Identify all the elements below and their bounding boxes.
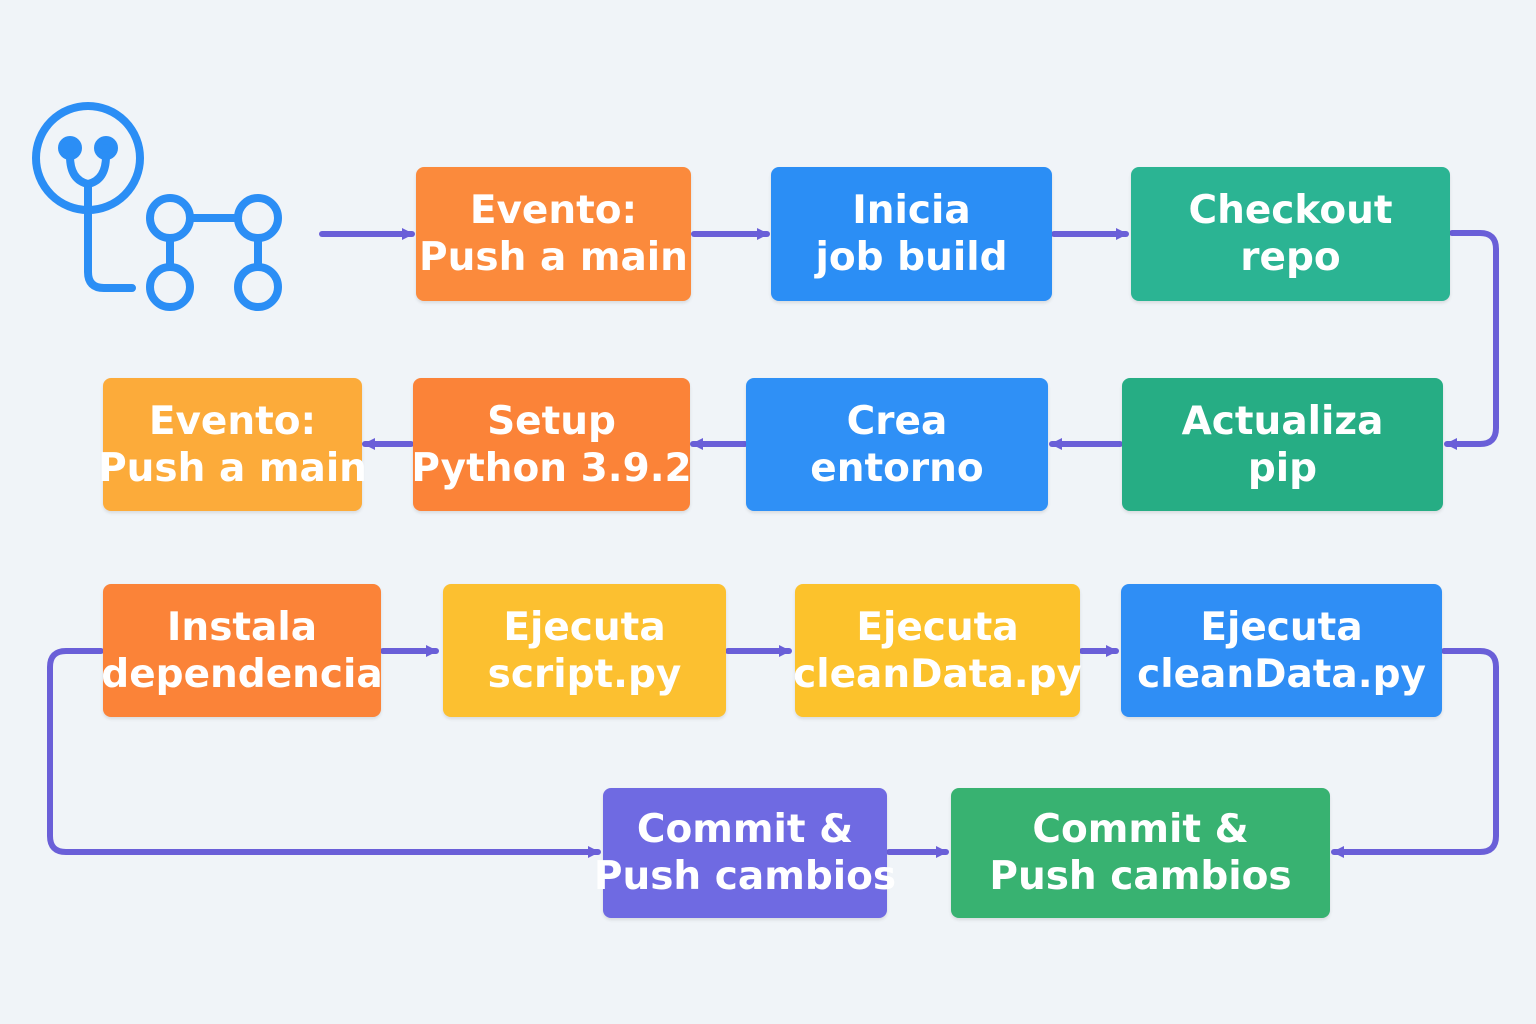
evento-push-node-2: Evento: Push a main [98, 378, 367, 511]
node-label-line: Ejecuta [1200, 604, 1363, 650]
node-label-line: Checkout [1188, 188, 1393, 233]
inicia-job-build-node: Inicia job build [771, 167, 1052, 301]
node-label: Instala dependencia [101, 604, 382, 698]
node-label-line: Evento: [148, 398, 317, 444]
node-label: Inicia job build [816, 187, 1008, 281]
node-label-line: Setup [487, 398, 616, 444]
node-label-line: Python 3.9.2 [411, 445, 692, 491]
node-label-line: job build [815, 235, 1008, 280]
connector-checkout-to-actualiza [1444, 230, 1499, 450]
git-branch-icon [32, 102, 282, 311]
instala-dependencia-node: Instala dependencia [101, 584, 383, 717]
commit-push-node-2: Commit & Push cambios [951, 788, 1330, 918]
node-label-line: repo [1240, 235, 1341, 280]
node-label-line: Push cambios [989, 854, 1292, 899]
node-label-line: cleanData.py [793, 651, 1082, 697]
node-label: Commit & Push cambios [594, 806, 896, 900]
node-label-line: Push a main [98, 445, 367, 491]
node-label-line: Ejecuta [503, 604, 666, 650]
node-label: Evento: Push a main [419, 187, 688, 281]
commit-push-node: Commit & Push cambios [594, 788, 896, 918]
node-label-line: Push a main [419, 235, 688, 280]
node-label-line: Actualiza [1181, 398, 1384, 444]
node-label: Checkout repo [1188, 187, 1392, 281]
node-label-line: dependencia [101, 651, 383, 697]
node-label-line: Ejecuta [856, 604, 1019, 650]
setup-python-node: Setup Python 3.9.2 [411, 378, 692, 511]
node-label: Ejecuta script.py [488, 604, 682, 698]
node-label-line: Commit & [636, 807, 854, 852]
crea-entorno-node: Crea entorno [746, 378, 1048, 511]
ejecuta-script-node: Ejecuta script.py [443, 584, 726, 717]
node-label-line: Evento: [469, 188, 638, 233]
checkout-repo-node: Checkout repo [1131, 167, 1450, 301]
node-label: Crea entorno [810, 398, 983, 492]
ejecuta-cleandata-node: Ejecuta cleanData.py [793, 584, 1082, 717]
node-label: Ejecuta cleanData.py [793, 604, 1082, 698]
node-label-line: cleanData.py [1137, 651, 1426, 697]
node-label: Ejecuta cleanData.py [1137, 604, 1426, 698]
node-label: Commit & Push cambios [989, 806, 1291, 900]
ejecuta-cleandata-node-2: Ejecuta cleanData.py [1121, 584, 1442, 717]
node-label-line: Crea [846, 398, 948, 444]
node-label: Actualiza pip [1182, 398, 1384, 492]
connector-instala-to-commit [47, 648, 601, 858]
node-label-line: entorno [810, 445, 984, 491]
evento-push-node: Evento: Push a main [416, 167, 691, 301]
node-label-line: script.py [487, 651, 682, 697]
connector-cleandata-to-commit [1331, 648, 1499, 858]
node-label: Setup Python 3.9.2 [411, 398, 691, 492]
node-label-line: Commit & [1032, 807, 1249, 852]
node-label-line: Instala [166, 604, 318, 650]
node-label: Evento: Push a main [98, 398, 367, 492]
node-label-line: Push cambios [593, 854, 897, 899]
node-label-line: pip [1247, 445, 1318, 491]
node-label-line: Inicia [852, 188, 971, 233]
actualiza-pip-node: Actualiza pip [1122, 378, 1443, 511]
